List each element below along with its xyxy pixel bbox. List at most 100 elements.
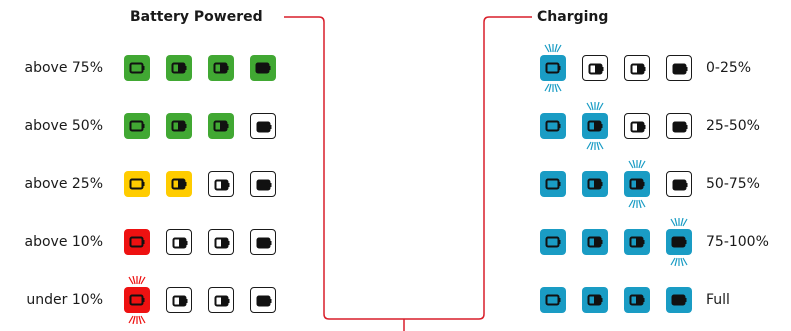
led-lit	[624, 287, 650, 313]
battery-half-icon	[587, 178, 603, 190]
led-lit	[166, 55, 192, 81]
led-lit	[624, 229, 650, 255]
battery-half-icon	[630, 121, 646, 133]
led-lit	[124, 171, 150, 197]
battery-full-icon	[255, 62, 271, 74]
led-off	[250, 113, 276, 139]
led-off	[666, 171, 692, 197]
battery-low-icon	[545, 236, 561, 248]
battery-half-icon	[171, 178, 187, 190]
led-lit	[250, 55, 276, 81]
blink-rays-bottom-icon	[128, 315, 146, 324]
led-off	[208, 171, 234, 197]
charging-row-label: 25-50%	[706, 118, 760, 134]
battery-low-icon	[129, 236, 145, 248]
battery-low-icon	[129, 178, 145, 190]
led-lit	[540, 113, 566, 139]
led-lit	[540, 171, 566, 197]
battery-half-icon	[587, 120, 603, 132]
battery-half-icon	[172, 237, 188, 249]
led-lit	[166, 171, 192, 197]
battery-full-icon	[256, 121, 272, 133]
led-lit	[124, 55, 150, 81]
charging-row-label: Full	[706, 292, 730, 308]
led-lit	[124, 287, 150, 313]
charging-row-label: 0-25%	[706, 60, 752, 76]
battery-low-icon	[545, 178, 561, 190]
led-off	[250, 287, 276, 313]
blink-rays-top-icon	[628, 160, 646, 169]
battery-half-icon	[587, 294, 603, 306]
led-off	[166, 229, 192, 255]
led-lit	[582, 287, 608, 313]
led-lit	[540, 229, 566, 255]
battery-full-icon	[672, 121, 688, 133]
battery-half-icon	[171, 120, 187, 132]
led-off	[666, 55, 692, 81]
battery-powered-row-label: above 75%	[24, 60, 104, 76]
led-lit	[582, 229, 608, 255]
battery-half-icon	[629, 236, 645, 248]
led-lit	[124, 229, 150, 255]
battery-half-icon	[629, 178, 645, 190]
blink-rays-top-icon	[670, 218, 688, 227]
battery-half-icon	[213, 62, 229, 74]
led-lit	[582, 171, 608, 197]
battery-full-icon	[256, 237, 272, 249]
battery-low-icon	[545, 62, 561, 74]
battery-half-icon	[214, 237, 230, 249]
battery-half-icon	[214, 295, 230, 307]
blink-rays-bottom-icon	[628, 199, 646, 208]
blink-rays-top-icon	[586, 102, 604, 111]
led-lit	[540, 55, 566, 81]
battery-half-icon	[588, 63, 604, 75]
led-lit	[208, 55, 234, 81]
blink-rays-bottom-icon	[544, 83, 562, 92]
led-off	[250, 171, 276, 197]
led-off	[666, 113, 692, 139]
led-lit	[540, 287, 566, 313]
battery-half-icon	[629, 294, 645, 306]
led-off	[208, 229, 234, 255]
led-off	[166, 287, 192, 313]
battery-low-icon	[129, 120, 145, 132]
bracket-line	[284, 16, 532, 320]
blink-rays-top-icon	[544, 44, 562, 53]
battery-full-icon	[672, 179, 688, 191]
led-lit	[124, 113, 150, 139]
charging-title: Charging	[537, 9, 609, 25]
led-lit	[208, 113, 234, 139]
blink-rays-bottom-icon	[586, 141, 604, 150]
blink-rays-bottom-icon	[670, 257, 688, 266]
battery-full-icon	[672, 63, 688, 75]
battery-half-icon	[587, 236, 603, 248]
battery-low-icon	[129, 294, 145, 306]
led-off	[624, 113, 650, 139]
blink-rays-top-icon	[128, 276, 146, 285]
battery-powered-row-label: above 25%	[24, 176, 104, 192]
battery-full-icon	[671, 294, 687, 306]
led-lit	[166, 113, 192, 139]
charging-row-label: 75-100%	[706, 234, 769, 250]
battery-low-icon	[545, 294, 561, 306]
battery-powered-title: Battery Powered	[130, 9, 263, 25]
battery-powered-row-label: above 50%	[24, 118, 104, 134]
battery-full-icon	[671, 236, 687, 248]
led-lit	[582, 113, 608, 139]
battery-powered-row-label: above 10%	[24, 234, 104, 250]
led-off	[582, 55, 608, 81]
led-off	[250, 229, 276, 255]
charging-row-label: 50-75%	[706, 176, 760, 192]
led-lit	[666, 287, 692, 313]
led-lit	[624, 171, 650, 197]
battery-low-icon	[545, 120, 561, 132]
battery-half-icon	[630, 63, 646, 75]
battery-half-icon	[172, 295, 188, 307]
led-off	[208, 287, 234, 313]
battery-half-icon	[213, 120, 229, 132]
battery-full-icon	[256, 179, 272, 191]
battery-half-icon	[171, 62, 187, 74]
battery-low-icon	[129, 62, 145, 74]
battery-full-icon	[256, 295, 272, 307]
